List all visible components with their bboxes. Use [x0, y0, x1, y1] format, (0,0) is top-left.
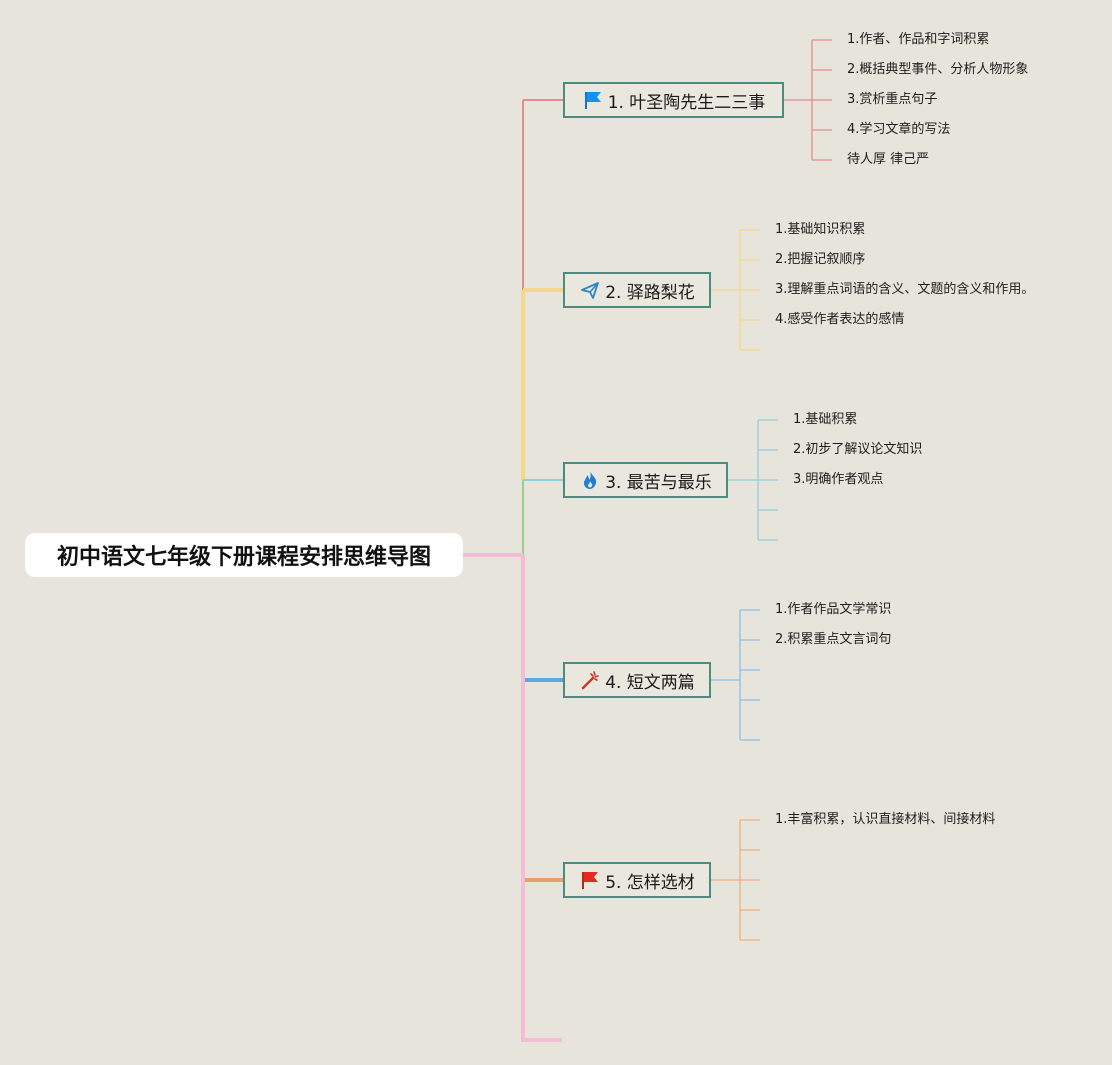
branch-label-2: 2. 驿路梨花: [605, 282, 695, 303]
leaf-connectors-4: [711, 609, 760, 741]
leaf-2-2[interactable]: 2.把握记叙顺序: [775, 252, 866, 267]
branch-label-1: 1. 叶圣陶先生二三事: [607, 92, 766, 113]
branch-label-5: 5. 怎样选材: [605, 872, 695, 893]
leaf-connectors-2: [711, 229, 760, 351]
branch-node-5[interactable]: 5. 怎样选材: [563, 862, 711, 898]
leaf-1-2[interactable]: 2.概括典型事件、分析人物形象: [847, 62, 1029, 77]
trunk-segment-4: [521, 555, 562, 1042]
leaf-1-1[interactable]: 1.作者、作品和字词积累: [847, 32, 990, 47]
paper-plane-icon: [579, 279, 601, 301]
leaf-2-3[interactable]: 3.理解重点词语的含义、文题的含义和作用。: [775, 282, 1035, 297]
flame-icon: [579, 469, 601, 491]
leaf-4-2[interactable]: 2.积累重点文言词句: [775, 632, 892, 647]
red-flag-icon: [579, 869, 601, 891]
flag-icon: [582, 89, 604, 111]
leaf-1-3[interactable]: 3.赏析重点句子: [847, 92, 938, 107]
leaf-1-4[interactable]: 4.学习文章的写法: [847, 122, 951, 137]
branch-node-4[interactable]: 4. 短文两篇: [563, 662, 711, 698]
branch-node-3[interactable]: 3. 最苦与最乐: [563, 462, 728, 498]
root-title: 初中语文七年级下册课程安排思维导图: [56, 545, 431, 570]
leaf-3-1[interactable]: 1.基础积累: [793, 412, 858, 427]
root-node[interactable]: 初中语文七年级下册课程安排思维导图: [25, 533, 463, 577]
leaf-4-1[interactable]: 1.作者作品文学常识: [775, 602, 892, 617]
branch-label-4: 4. 短文两篇: [605, 672, 695, 693]
leaf-connectors-1: [784, 39, 832, 161]
leaf-5-1[interactable]: 1.丰富积累，认识直接材料、间接材料: [775, 812, 996, 827]
branch-label-3: 3. 最苦与最乐: [605, 472, 712, 493]
leaf-3-2[interactable]: 2.初步了解议论文知识: [793, 442, 923, 457]
branch-node-1[interactable]: 1. 叶圣陶先生二三事: [563, 82, 784, 118]
branch-node-2[interactable]: 2. 驿路梨花: [563, 272, 711, 308]
leaf-connectors-3: [728, 419, 778, 541]
leaf-3-3[interactable]: 3.明确作者观点: [793, 472, 884, 487]
leaf-connectors-5: [711, 819, 760, 941]
magic-wand-icon: [579, 669, 601, 691]
leaf-2-1[interactable]: 1.基础知识积累: [775, 222, 866, 237]
leaf-1-5[interactable]: 待人厚 律己严: [847, 152, 930, 167]
leaf-2-4[interactable]: 4.感受作者表达的感情: [775, 312, 905, 327]
